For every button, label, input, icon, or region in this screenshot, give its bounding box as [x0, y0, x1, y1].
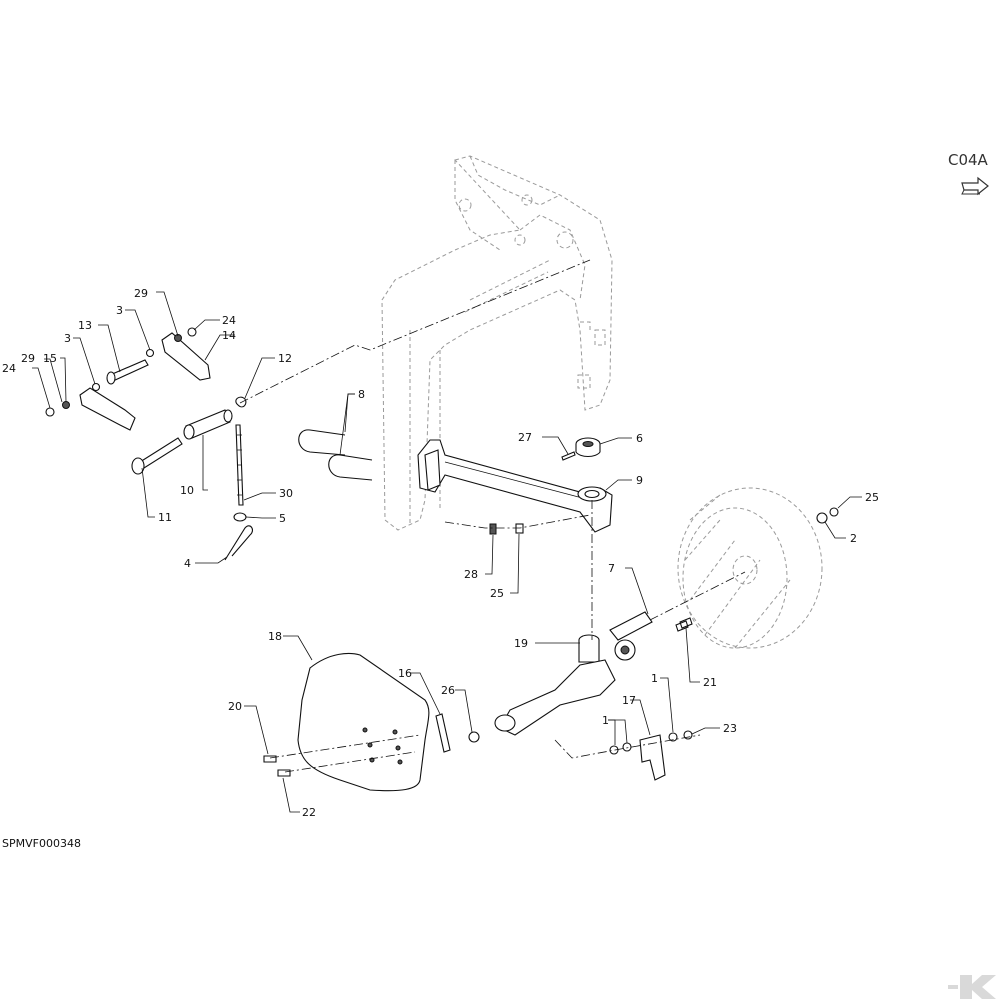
u-bolt-8: [298, 429, 373, 481]
bushing-10: [183, 409, 233, 440]
ring-5: [233, 512, 247, 522]
callout-24a: 24: [222, 314, 236, 327]
callout-1a: 1: [602, 714, 609, 727]
callout-20: 20: [228, 700, 242, 713]
callout-22: 22: [302, 806, 316, 819]
swing-arm-9: [417, 439, 613, 533]
callout-23: 23: [723, 722, 737, 735]
callout-19: 19: [514, 637, 528, 650]
k-logo-watermark: [948, 975, 996, 999]
callout-11: 11: [158, 511, 172, 524]
callout-7: 7: [608, 562, 615, 575]
frame-ghost-outline: [381, 155, 613, 531]
callout-29a: 29: [134, 287, 148, 300]
clip-12: [235, 396, 247, 408]
nut-24b: [45, 407, 55, 417]
assembly-centerlines: [239, 259, 746, 773]
callout-leaders: [32, 291, 862, 813]
clamp-strip-16: [435, 713, 451, 753]
washer-2: [816, 512, 828, 524]
callout-8: 8: [358, 388, 365, 401]
callout-2: 2: [850, 532, 857, 545]
nut-26: [468, 731, 480, 743]
axle-7: [609, 611, 653, 661]
collar-6: [575, 437, 601, 458]
callout-4: 4: [184, 557, 191, 570]
washer-1a: [609, 745, 619, 755]
bolt-21: [675, 617, 693, 632]
clamp-17: [639, 734, 666, 781]
callout-1b: 1: [651, 672, 658, 685]
pin-27: [561, 451, 576, 461]
callout-28: 28: [464, 568, 478, 581]
drawing-reference: SPMVF000348: [2, 837, 81, 850]
nut-25b: [829, 507, 839, 517]
callout-27: 27: [518, 431, 532, 444]
callout-21: 21: [703, 676, 717, 689]
callout-6: 6: [636, 432, 643, 445]
callout-16: 16: [398, 667, 412, 680]
callout-25a: 25: [490, 587, 504, 600]
washer-29a: [174, 334, 182, 342]
wheel-tire: [677, 487, 823, 649]
bolt-20: [263, 755, 277, 763]
callout-3b: 3: [64, 332, 71, 345]
callout-3a: 3: [116, 304, 123, 317]
ring-3a: [145, 348, 155, 358]
callout-9: 9: [636, 474, 643, 487]
callout-18: 18: [268, 630, 282, 643]
callout-29b: 29: [21, 352, 35, 365]
callout-17: 17: [622, 694, 636, 707]
callout-13: 13: [78, 319, 92, 332]
callout-25b: 25: [865, 491, 879, 504]
callout-14: 14: [222, 329, 236, 342]
pin-13: [106, 359, 149, 385]
linkage-plate-15: [79, 387, 136, 431]
bolt-22: [277, 769, 291, 777]
bushing-25: [515, 523, 524, 534]
section-code[interactable]: C04A: [948, 151, 989, 169]
callout-24b: 24: [2, 362, 16, 375]
callout-labels: 29 24 3 13 14 3 29 15 24 12 8 10 11 30 5…: [2, 287, 879, 819]
deflector-plate-18: [297, 652, 430, 792]
callout-26: 26: [441, 684, 455, 697]
callout-15: 15: [43, 352, 57, 365]
arrow-right-icon[interactable]: [961, 176, 989, 196]
pin-28: [489, 523, 497, 535]
washer-29b: [62, 401, 70, 409]
linkage-plate-14: [161, 332, 211, 381]
r-clip-4: [224, 525, 254, 561]
ring-3b: [91, 382, 101, 392]
callout-10: 10: [180, 484, 194, 497]
chain-30: [235, 424, 244, 506]
pin-11: [131, 437, 183, 475]
callout-30: 30: [279, 487, 293, 500]
callout-5: 5: [279, 512, 286, 525]
washer-1b: [622, 742, 632, 752]
washer-1c: [668, 732, 678, 742]
callout-12: 12: [278, 352, 292, 365]
caster-fork-19: [494, 634, 616, 736]
